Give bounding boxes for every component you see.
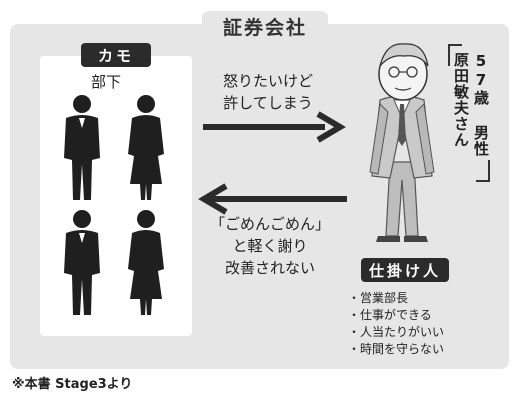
- arrow-right-icon: [203, 111, 346, 143]
- manager-illustration: [369, 43, 435, 242]
- manager-traits: 営業部長 仕事ができる 人当たりがいい 時間を守らない: [348, 290, 444, 358]
- woman-icon: [128, 95, 164, 200]
- trait-item: 人当たりがいい: [348, 324, 444, 341]
- manager-name: 原田敏夫さん: [452, 52, 470, 148]
- subordinate-label: 部下: [91, 73, 122, 91]
- source-footnote: ※本書 Stage3より: [12, 377, 133, 392]
- trait-item: 時間を守らない: [348, 341, 444, 358]
- subordinates-panel: [40, 56, 192, 336]
- man-icon: [64, 95, 100, 200]
- trait-item: 仕事ができる: [348, 307, 444, 324]
- bracket-bottom: [476, 160, 490, 182]
- instigator-tag: 仕掛け人: [361, 258, 449, 282]
- bracket-top: [448, 44, 462, 66]
- man-icon: [64, 210, 100, 315]
- victim-tag: カモ: [81, 43, 151, 67]
- manager-name-box: 57歳 男性 原田敏夫さん: [446, 44, 492, 182]
- trait-item: 営業部長: [348, 290, 444, 307]
- manager-age-gender: 57歳 男性: [472, 52, 490, 157]
- frame-title: 証券会社: [202, 8, 328, 42]
- woman-icon: [128, 210, 164, 315]
- arrow-left-icon: [198, 183, 347, 215]
- forgive-caption: 怒りたいけど 許してしまう: [222, 72, 313, 112]
- apology-caption: 「ごめんごめん」 と軽く謝り 改善されない: [209, 215, 330, 277]
